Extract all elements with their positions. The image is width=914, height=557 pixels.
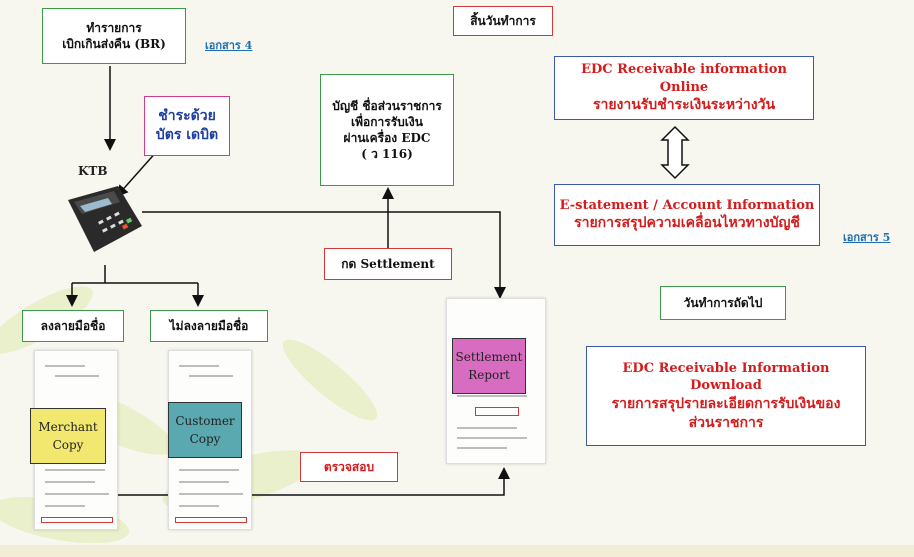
end-of-day-box: สิ้นวันทำการ [453,6,553,36]
next-day-box: วันทำการถัดไป [660,286,786,320]
disbursement-box: ทำรายการ เบิกเกินส่งคืน (BR) [42,8,186,64]
estatement-box: E-statement / Account Information รายการ… [554,184,820,246]
customer-copy-label: Customer Copy [168,402,242,458]
edc-terminal-icon [68,186,142,252]
line-receipts-to-report [71,467,510,528]
doc-ref-5-link[interactable]: เอกสาร 5 [843,231,891,244]
account-box: บัญชี ชื่อส่วนราชการ เพื่อการรับเงิน ผ่า… [320,74,454,186]
verify-box: ตรวจสอบ [300,452,398,482]
press-settlement-box: กด Settlement [324,248,452,280]
edc-online-box: EDC Receivable information Online รายงาน… [554,56,814,120]
signed-box: ลงลายมือชื่อ [22,310,124,342]
settlement-report-label: Settlement Report [452,338,526,394]
double-arrow-icon [660,125,690,180]
pay-debit-box: ชำระด้วย บัตร เดบิต [144,96,230,156]
edc-download-box: EDC Receivable Information Download รายก… [586,346,866,446]
unsigned-box: ไม่ลงลายมือชื่อ [150,310,268,342]
ktb-label: KTB [78,164,108,178]
arrow-debit-to-terminal [116,149,159,198]
doc-ref-4-link[interactable]: เอกสาร 4 [205,39,253,52]
line-terminal-to-report [142,211,506,299]
merchant-copy-label: Merchant Copy [30,408,106,464]
